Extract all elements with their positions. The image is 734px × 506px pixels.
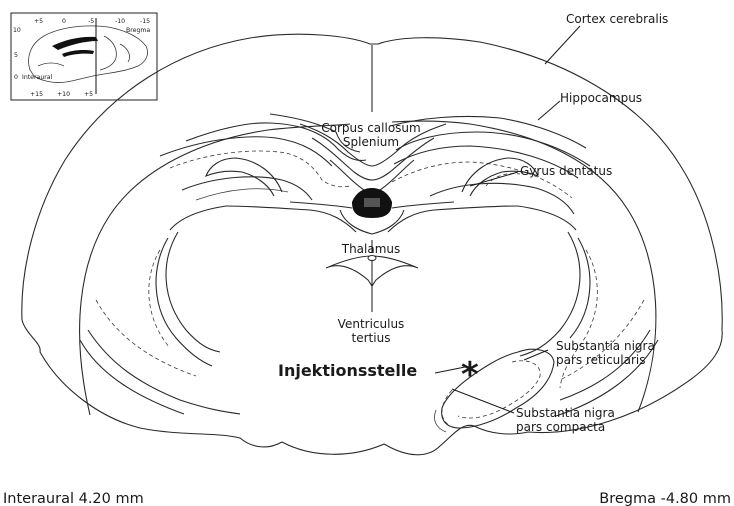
inset-top-tick: +5 <box>34 18 43 25</box>
inset-left-tick: 10 <box>13 27 21 34</box>
footer-bregma: Bregma -4.80 mm <box>599 491 731 506</box>
label-thalamus: Thalamus <box>341 242 401 256</box>
footer-interaural: Interaural 4.20 mm <box>3 491 144 506</box>
label-injection-site: Injektionsstelle <box>278 361 417 380</box>
label-snc-1: Substantia nigra <box>516 406 615 420</box>
label-hippocampus: Hippocampus <box>560 91 642 105</box>
inset-top-tick: -5 <box>88 18 94 25</box>
inset-top-tick: -10 <box>115 18 125 25</box>
label-tertius: tertius <box>352 331 391 345</box>
label-snr-1: Substantia nigra <box>556 339 655 353</box>
injection-asterisk-icon: * <box>461 355 479 395</box>
label-corpus-callosum: Corpus callosum <box>321 121 420 135</box>
label-ventriculus: Ventriculus <box>338 317 405 331</box>
inset-bottom-tick: +5 <box>84 91 93 98</box>
inset-bottom-tick: +15 <box>30 91 43 98</box>
inset-top-tick: 0 <box>62 18 66 25</box>
label-snc-2: pars compacta <box>516 420 605 434</box>
label-snr-2: pars reticularis <box>556 353 645 367</box>
sagittal-inset: +5 0 -5 -10 -15 10 5 0 Bregma Interaural… <box>11 13 157 100</box>
label-gyrus-dentatus: Gyrus dentatus <box>520 164 612 178</box>
label-cortex: Cortex cerebralis <box>566 12 668 26</box>
inset-interaural-label: Interaural <box>22 74 53 81</box>
inset-bregma-label: Bregma <box>126 27 150 34</box>
inset-bottom-tick: +10 <box>57 91 70 98</box>
inset-left-tick: 0 <box>14 74 18 81</box>
inset-top-tick: -15 <box>140 18 150 25</box>
inset-left-tick: 5 <box>14 52 18 59</box>
label-splenium: Splenium <box>343 135 399 149</box>
